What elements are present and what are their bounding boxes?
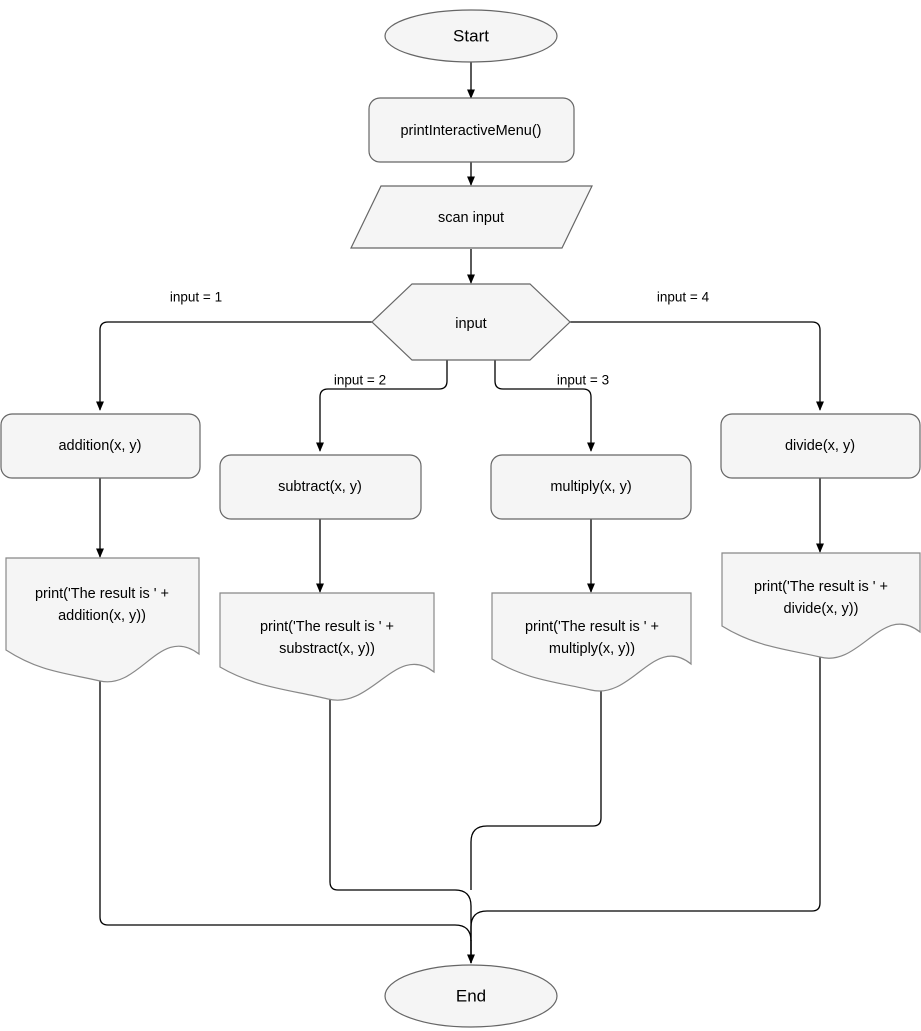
- node-print-subtract[interactable]: print('The result is ' + substract(x, y)…: [219, 592, 435, 701]
- node-print-addition[interactable]: print('The result is ' + addition(x, y)): [5, 557, 200, 683]
- addition-label: addition(x, y): [58, 438, 141, 454]
- node-print-divide[interactable]: print('The result is ' + divide(x, y)): [721, 552, 921, 659]
- print-menu-label: printInteractiveMenu(): [400, 123, 541, 139]
- decision-hexagon: [371, 283, 571, 361]
- print-multiply-line1: print('The result is ' +: [525, 619, 659, 635]
- edge-printaddition-to-end: [99, 672, 472, 963]
- edge-printdivide-to-end: [470, 657, 821, 963]
- scan-input-parallelogram: [350, 185, 593, 249]
- edge-label-input-2: input = 2: [334, 373, 386, 388]
- edge-printsubtract-to-end: [329, 697, 472, 941]
- edge-decision-to-addition: [96, 321, 372, 411]
- edge-decision-to-subtract: [316, 360, 448, 452]
- print-multiply-line2: multiply(x, y)): [549, 641, 635, 657]
- edge-label-input-3: input = 3: [557, 373, 609, 388]
- node-start[interactable]: Start: [384, 9, 558, 63]
- node-end[interactable]: End: [384, 964, 558, 1028]
- divide-label: divide(x, y): [785, 438, 855, 454]
- print-addition-document: [5, 557, 200, 683]
- edge-decision-to-multiply: [494, 360, 595, 452]
- end-ellipse: [384, 964, 558, 1028]
- print-divide-line2: divide(x, y)): [784, 601, 859, 617]
- subtract-box: [219, 454, 422, 520]
- print-addition-line1: print('The result is ' +: [35, 586, 169, 602]
- edge-printmultiply-to-end: [470, 690, 602, 890]
- node-print-multiply[interactable]: print('The result is ' + multiply(x, y)): [491, 592, 692, 692]
- node-subtract[interactable]: subtract(x, y): [219, 454, 422, 520]
- start-ellipse: [384, 9, 558, 63]
- print-addition-line2: addition(x, y)): [58, 608, 146, 624]
- edge-decision-to-divide: [570, 321, 824, 411]
- divide-box: [720, 413, 921, 479]
- multiply-label: multiply(x, y): [550, 479, 631, 495]
- node-divide[interactable]: divide(x, y): [720, 413, 921, 479]
- print-multiply-document: [491, 592, 692, 692]
- edges-layer: [96, 60, 824, 964]
- node-scan-input[interactable]: scan input: [350, 185, 593, 249]
- subtract-label: subtract(x, y): [278, 479, 362, 495]
- print-divide-document: [721, 552, 921, 659]
- node-decision-input[interactable]: input: [371, 283, 571, 361]
- end-label: End: [456, 986, 486, 1005]
- edge-label-input-4: input = 4: [657, 290, 710, 305]
- edge-labels-layer: input = 1 input = 2 input = 3 input = 4: [170, 290, 710, 388]
- print-subtract-line2: substract(x, y)): [279, 641, 375, 657]
- start-label: Start: [453, 26, 489, 45]
- edge-label-input-1: input = 1: [170, 290, 222, 305]
- print-subtract-document: [219, 592, 435, 701]
- node-multiply[interactable]: multiply(x, y): [490, 454, 692, 520]
- node-addition[interactable]: addition(x, y): [0, 413, 201, 479]
- multiply-box: [490, 454, 692, 520]
- node-print-interactive-menu[interactable]: printInteractiveMenu(): [368, 97, 575, 163]
- print-subtract-line1: print('The result is ' +: [260, 619, 394, 635]
- addition-box: [0, 413, 201, 479]
- print-divide-line1: print('The result is ' +: [754, 579, 888, 595]
- decision-label: input: [455, 316, 486, 332]
- scan-input-label: scan input: [438, 210, 504, 226]
- print-menu-box: [368, 97, 575, 163]
